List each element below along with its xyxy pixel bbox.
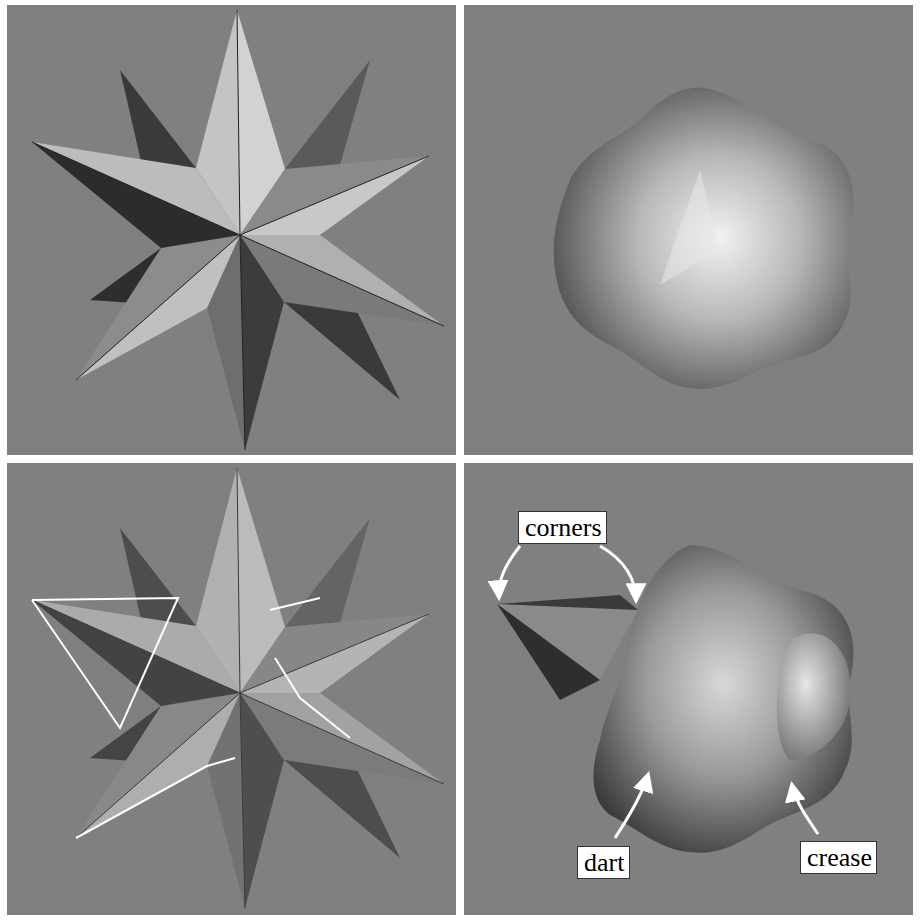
callout-label: corners <box>525 514 600 543</box>
callout-label: crease <box>807 844 870 873</box>
crease-callout: crease <box>800 841 877 874</box>
corner-callout: corners <box>518 511 607 544</box>
dart-callout: dart <box>577 846 630 879</box>
callout-label: dart <box>584 849 623 878</box>
